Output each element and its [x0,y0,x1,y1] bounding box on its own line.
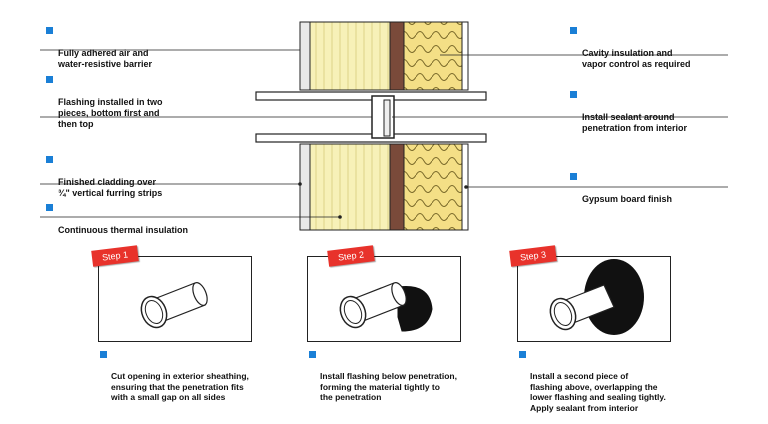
callout-cladding: Finished cladding over ¾" vertical furri… [46,155,246,210]
callout-flashing: Flashing installed in two pieces, bottom… [46,75,246,141]
pipe-opening-illustration [140,282,208,329]
bullet-icon [309,351,316,358]
bullet-icon [46,156,53,163]
flashing-bottom-illustration [339,282,433,332]
bullet-icon [570,173,577,180]
step-3-panel [517,256,671,342]
step-3-caption: Install a second piece of flashing above… [519,350,719,424]
callout-gypsum: Gypsum board finish [570,172,760,216]
flashing-top-illustration [549,259,644,335]
bullet-icon [46,204,53,211]
callout-thermal-insulation: Continuous thermal insulation [46,203,266,247]
bullet-icon [46,76,53,83]
callout-air-barrier: Fully adhered air and water-resistive ba… [46,26,246,81]
step-2-panel [307,256,461,342]
wall-section-drawing [40,21,728,231]
step-1-panel [98,256,252,342]
bullet-icon [100,351,107,358]
bullet-icon [570,91,577,98]
step-1-caption: Cut opening in exterior sheathing, ensur… [100,350,280,413]
bullet-icon [46,27,53,34]
callout-sealant: Install sealant around penetration from … [570,90,760,145]
callout-cavity-insulation: Cavity insulation and vapor control as r… [570,26,760,81]
step-2-caption: Install flashing below penetration, form… [309,350,489,413]
bullet-icon [570,27,577,34]
bullet-icon [519,351,526,358]
